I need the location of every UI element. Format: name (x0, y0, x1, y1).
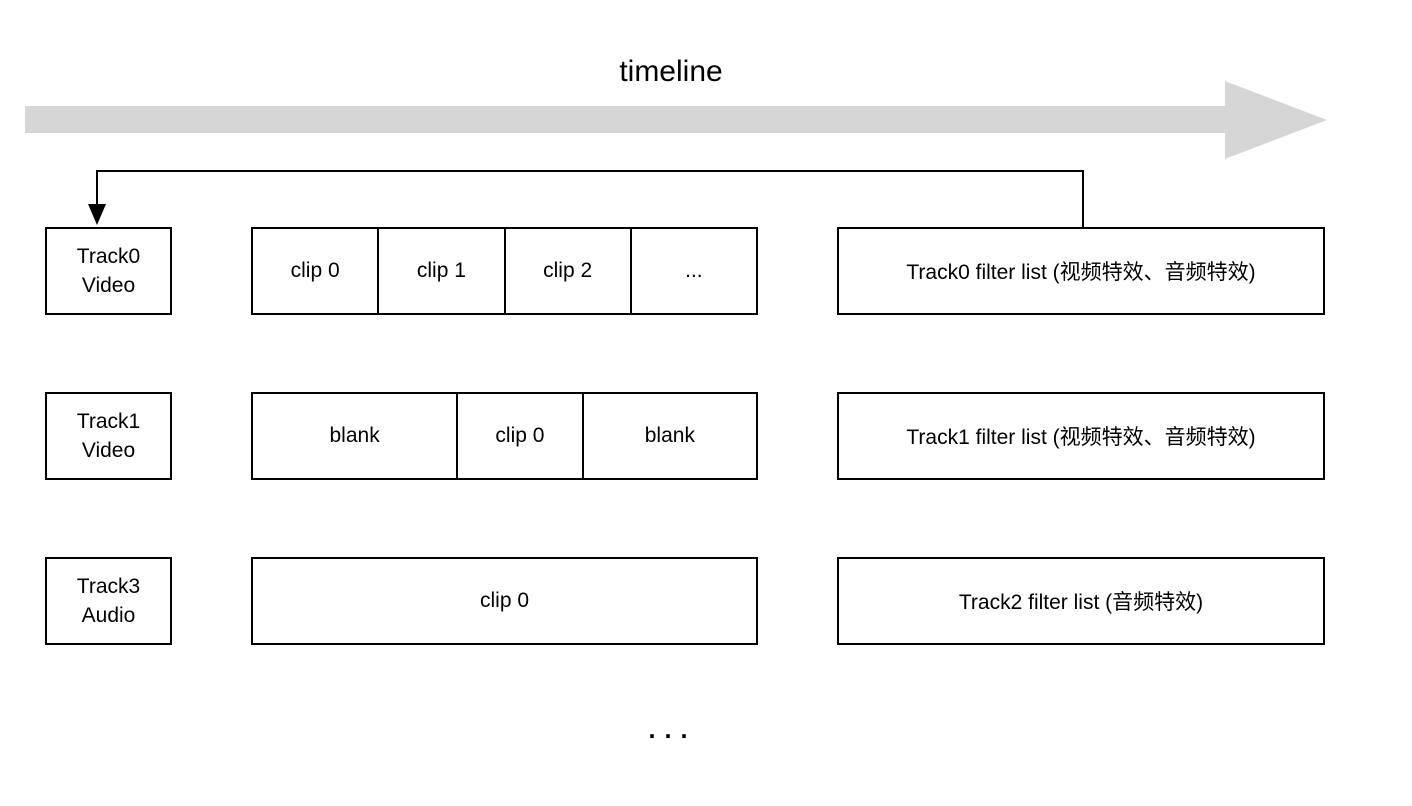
connector-line-horizontal (96, 170, 1084, 172)
track0-clip-strip: clip 0 clip 1 clip 2 ... (251, 227, 758, 315)
timeline-arrow-head-icon (1225, 81, 1327, 159)
clip-cell: clip 1 (377, 229, 503, 313)
track3-clip-strip: clip 0 (251, 557, 758, 645)
clip-cell: clip 0 (456, 394, 582, 478)
timeline-title: timeline (619, 55, 723, 88)
clip-cell-ellipsis: ... (629, 229, 756, 313)
clip-cell: clip 0 (479, 589, 530, 612)
connector-arrowhead-icon (88, 204, 106, 225)
track-label-line: Video (81, 274, 136, 297)
clip-cell-blank: blank (329, 424, 380, 447)
track2-filter-list-box: Track2 filter list (音频特效) (837, 557, 1325, 645)
track1-filter-list-box: Track1 filter list (视频特效、音频特效) (837, 392, 1325, 480)
clip-cell: clip 2 (503, 229, 630, 313)
clip-cell-blank: blank (581, 394, 756, 478)
track0-filter-list-box: Track0 filter list (视频特效、音频特效) (837, 227, 1325, 315)
track1-label-box: Track1 Video (45, 392, 172, 480)
track-label-line: Video (81, 439, 136, 462)
track-label-line: Audio (81, 604, 136, 627)
track-label-line: Track1 (76, 410, 141, 433)
track0-label-box: Track0 Video (45, 227, 172, 315)
timeline-arrow-shaft (25, 106, 1225, 133)
track-label-line: Track0 (76, 245, 141, 268)
more-tracks-ellipsis: ... (646, 705, 695, 746)
track3-label-box: Track3 Audio (45, 557, 172, 645)
connector-line-vertical-right (1082, 170, 1084, 227)
track1-clip-strip: blank clip 0 blank (251, 392, 758, 480)
connector-line-vertical-left (96, 170, 98, 206)
track-label-line: Track3 (76, 575, 141, 598)
clip-cell: clip 0 (290, 259, 340, 282)
